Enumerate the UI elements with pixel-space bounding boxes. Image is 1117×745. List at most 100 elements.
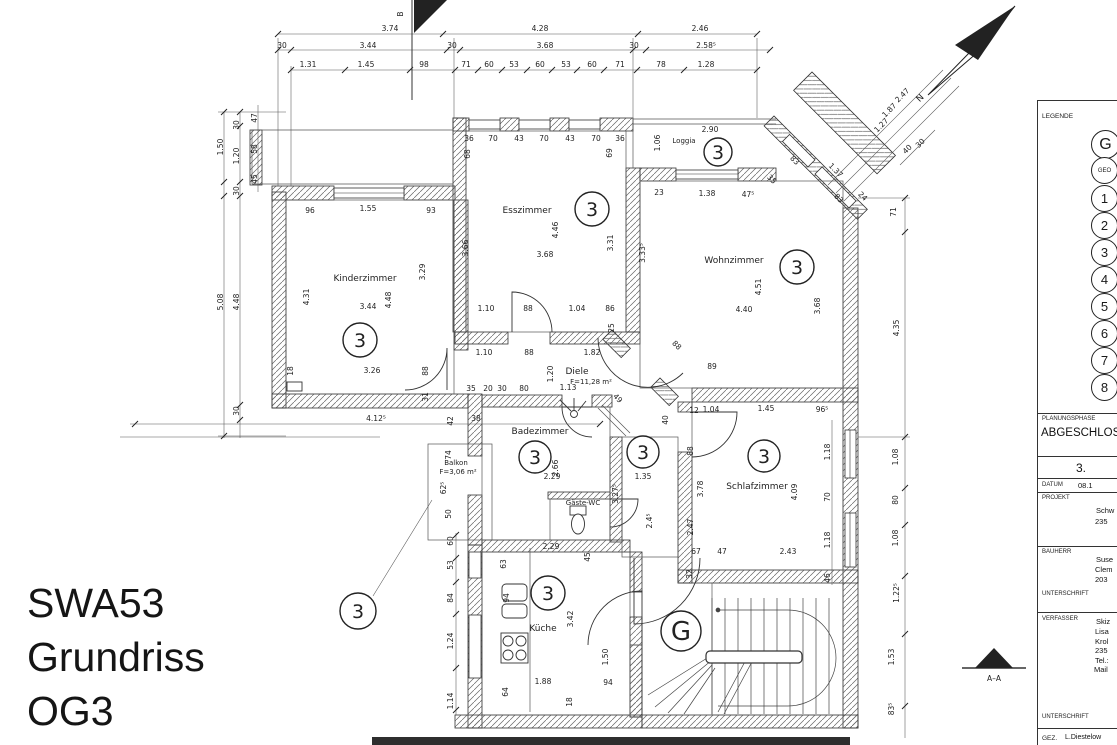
unit-circle-3-loggia [703, 137, 733, 167]
dim: 1.55 [360, 204, 377, 213]
bauherr-line: Clem [1095, 565, 1113, 574]
verfasser-line: Lisa [1095, 627, 1109, 636]
dim: 98 [419, 60, 429, 69]
dimension-lines [120, 33, 960, 738]
section-marker-b: B [396, 0, 447, 100]
dim: 78 [656, 60, 666, 69]
dim: 3.44 [360, 302, 377, 311]
dim: 3.33⁵ [638, 243, 647, 263]
room-outlines [251, 118, 844, 716]
dim: 1.04 [569, 304, 586, 313]
section-marker-a: A–A [962, 648, 1026, 683]
dim: 30 [497, 384, 507, 393]
unit-circle-3-schlafzimmer [747, 439, 781, 473]
bauherr-label: BAUHERR [1042, 549, 1072, 555]
room-label-badezimmer: Badezimmer [512, 427, 569, 437]
dim: 4.28 [532, 24, 549, 33]
legend-symbol-5: 5 [1091, 293, 1117, 320]
dim: 1.53 [887, 648, 896, 665]
verfasser-line: Tel.: [1095, 656, 1109, 665]
doors [404, 291, 738, 646]
dim: 67 [691, 547, 701, 556]
dim: 1.10 [478, 304, 495, 313]
dim: 3.29 [418, 263, 427, 280]
dim: 3.66 [461, 239, 470, 256]
dim: 4.40 [736, 305, 753, 314]
room-area-balkon: F=3,06 m² [439, 468, 477, 476]
dim: 63 [499, 559, 508, 569]
dim: 20 [483, 384, 493, 393]
legend-symbol-1: 1 [1091, 185, 1117, 212]
kitchen-sink [501, 583, 528, 602]
dim: 23 [654, 188, 664, 197]
dim: 70 [488, 134, 498, 143]
projekt-line: 235 [1095, 517, 1108, 526]
planungsphase-value: ABGESCHLOSS [1041, 427, 1117, 439]
dim: 47 [717, 547, 727, 556]
room-label-loggia: Loggia [672, 137, 695, 145]
unit-number: 3 [712, 142, 724, 164]
dim: 70 [591, 134, 601, 143]
dim: 30 [232, 406, 241, 416]
dim: 1.82 [584, 348, 601, 357]
dim: 60 [535, 60, 545, 69]
dim: 60 [446, 536, 455, 546]
legend-title: LEGENDE [1042, 113, 1074, 120]
dim: 1.22⁵ [892, 583, 901, 603]
dim: 70 [823, 492, 832, 502]
dim: 40 [901, 143, 914, 156]
drawing-title-line1: SWA53 [27, 580, 165, 626]
unit-circle-3-wohnzimmer [779, 249, 815, 285]
dim: 47 [250, 113, 259, 123]
dim: 88 [523, 304, 533, 313]
dim: 96 [305, 206, 315, 215]
dim: 30 [232, 186, 241, 196]
dim: 4.35 [892, 319, 901, 336]
room-label-esszimmer: Esszimmer [502, 206, 551, 216]
dim: 1.10 [476, 348, 493, 357]
room-label-wohnzimmer: Wohnzimmer [704, 256, 764, 266]
dim: 3.27⁵ [611, 484, 620, 504]
dim: 1.50 [216, 138, 225, 155]
dim: 12 [689, 406, 699, 415]
dim: 96⁵ [816, 405, 829, 414]
dim: 2.47 [686, 518, 695, 535]
dim: 53 [446, 560, 455, 570]
dim: 32 [685, 569, 694, 579]
dim: 2.29 [544, 472, 561, 481]
dim: 1.18 [823, 531, 832, 548]
dim: 2.29 [543, 542, 560, 551]
dim: 2.66 [551, 459, 560, 476]
north-arrow: N [915, 5, 1016, 105]
staircase [647, 598, 837, 715]
legend-symbol-g: G [1091, 130, 1117, 159]
room-label-kueche: Küche [529, 624, 557, 634]
revision-number: 3. [1076, 461, 1087, 475]
bauherr-line: 203 [1095, 575, 1108, 584]
dim: 30 [232, 120, 241, 130]
dim: 3.68 [813, 297, 822, 314]
datum-label: DATUM [1042, 482, 1063, 488]
dim: 4.09 [790, 483, 799, 500]
dim: 43 [565, 134, 575, 143]
dim: 2.46 [692, 24, 709, 33]
section-a-label: A–A [987, 674, 1002, 683]
dim: 30 [447, 41, 457, 50]
dim: 1.06 [653, 134, 662, 151]
dim: 4.51 [754, 278, 763, 295]
datum-value: 08.1 [1078, 481, 1093, 490]
dim: 18 [565, 697, 574, 707]
dim: 64 [501, 687, 510, 697]
dim: 2.43 [780, 547, 797, 556]
planungsphase-label: PLANUNGSPHASE [1042, 416, 1096, 422]
unit-circle-3-kueche [530, 575, 566, 611]
dim: 88 [686, 446, 695, 456]
unit-number: 3 [758, 446, 770, 468]
dim: 1.28 [698, 60, 715, 69]
room-label-diele: Diele [565, 367, 588, 377]
dim: 86 [605, 304, 615, 313]
unit-circle-3-badezimmer [518, 440, 552, 474]
unit-circle-3-esszimmer [574, 191, 610, 227]
dim: 68 [463, 149, 472, 159]
dim: 1.35 [635, 472, 652, 481]
